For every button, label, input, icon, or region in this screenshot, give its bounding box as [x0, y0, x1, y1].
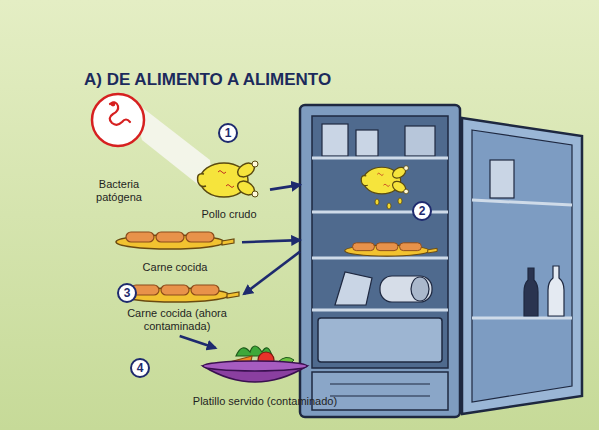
bacteria-callout: Bacteria patógena: [78, 92, 160, 207]
contaminated-meat-platter: [121, 285, 239, 302]
callout-number: 3: [117, 283, 137, 303]
flow-arrow: [244, 252, 300, 294]
item-label: Bacteria patógena: [78, 178, 160, 204]
bacteria-magnified: [92, 94, 144, 146]
raw-chicken: [198, 160, 258, 197]
chicken-drips: [375, 198, 402, 209]
item-label: Carne cocida (ahora contaminada): [117, 307, 237, 333]
chicken-in-fridge: [361, 165, 408, 194]
refrigerator: [300, 105, 582, 417]
item-label: Pollo crudo: [188, 208, 270, 221]
meat-in-fridge: [345, 243, 437, 256]
callout-number: 2: [412, 201, 432, 221]
food-item: Pollo crudo: [188, 150, 270, 222]
callout-number: 1: [218, 123, 238, 143]
flow-arrow: [242, 240, 300, 242]
served-dish: [203, 346, 307, 382]
food-item: Carne cocida: [108, 224, 242, 276]
callout-number: 4: [130, 358, 150, 378]
flow-arrow: [270, 185, 300, 190]
food-item: Platillo servido (contaminado): [190, 348, 340, 410]
flow-arrow: [180, 336, 216, 348]
item-label: Platillo servido (contaminado): [190, 395, 340, 408]
refrigerator-box: 2: [300, 105, 460, 417]
item-label: Carne cocida: [108, 261, 242, 274]
cooked-meat-platter: [116, 232, 234, 249]
diagram-title: A) DE ALIMENTO A ALIMENTO: [84, 70, 331, 90]
